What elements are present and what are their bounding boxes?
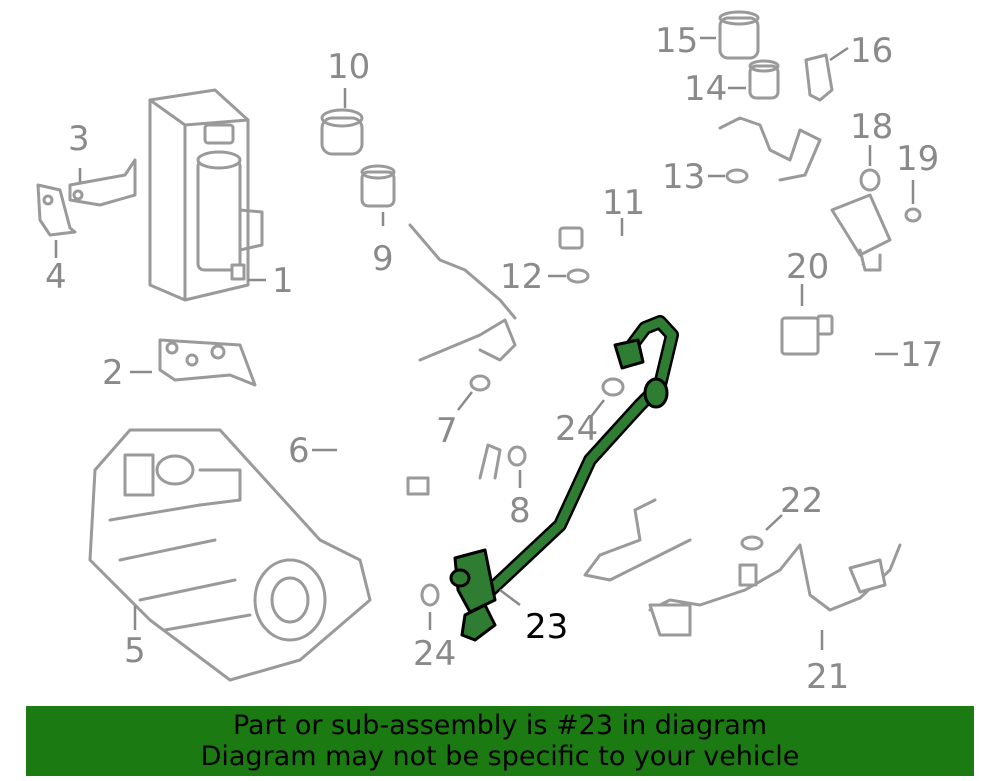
part-6-hose	[337, 318, 517, 496]
label-4: 4	[45, 257, 67, 297]
label-7: 7	[436, 411, 458, 451]
label-21: 21	[806, 657, 849, 697]
part-9-cap	[360, 164, 396, 208]
part-16-switch	[804, 53, 834, 102]
part-17-pipe	[583, 193, 892, 582]
part-22-o-ring	[740, 535, 764, 551]
label-22: 22	[780, 481, 823, 521]
parts-diagram: 1 2 3 4 5 6 7	[36, 10, 943, 697]
info-banner: Part or sub-assembly is #23 in diagram D…	[26, 706, 974, 776]
part-11-pipe	[408, 116, 822, 320]
label-24-lower: 24	[413, 634, 456, 674]
label-24-upper: 24	[555, 409, 598, 449]
part-2-bracket	[158, 338, 257, 387]
label-19: 19	[896, 139, 939, 179]
part-24-o-ring-upper	[601, 377, 625, 397]
part-20-sensor	[780, 314, 834, 356]
label-17: 17	[900, 335, 943, 375]
label-3: 3	[68, 119, 90, 159]
label-1: 1	[272, 261, 294, 301]
part-7-o-ring	[469, 374, 491, 392]
part-5-compressor	[88, 428, 372, 682]
part-14-cap	[748, 59, 780, 100]
label-18: 18	[850, 107, 893, 147]
label-23: 23	[525, 607, 568, 647]
part-24-o-ring-lower	[420, 583, 440, 607]
banner-line-1: Part or sub-assembly is #23 in diagram	[232, 710, 768, 741]
part-8-o-ring	[507, 445, 527, 467]
label-8: 8	[509, 491, 531, 531]
label-14: 14	[684, 69, 727, 109]
part-3-clamp	[68, 158, 137, 207]
part-18-o-ring	[859, 168, 881, 192]
part-21-pipe	[648, 543, 902, 637]
label-15: 15	[655, 21, 698, 61]
part-13-o-ring	[725, 168, 749, 184]
part-4-plate	[36, 183, 77, 237]
label-9: 9	[372, 239, 394, 279]
banner-line-2: Diagram may not be specific to your vehi…	[200, 741, 800, 772]
label-16: 16	[850, 31, 893, 71]
label-6: 6	[288, 431, 310, 471]
part-19-o-ring	[904, 207, 922, 223]
label-10: 10	[327, 47, 370, 87]
label-11: 11	[602, 183, 645, 223]
label-2: 2	[102, 353, 124, 393]
label-13: 13	[662, 157, 705, 197]
label-12: 12	[500, 257, 543, 297]
part-23-pipe-highlighted	[449, 315, 679, 642]
label-20: 20	[786, 247, 829, 287]
part-15-cap	[718, 10, 760, 60]
part-1-receiver-dryer	[148, 88, 264, 302]
part-10-cap	[320, 108, 364, 156]
part-12-o-ring	[566, 268, 590, 284]
label-5: 5	[124, 631, 146, 671]
